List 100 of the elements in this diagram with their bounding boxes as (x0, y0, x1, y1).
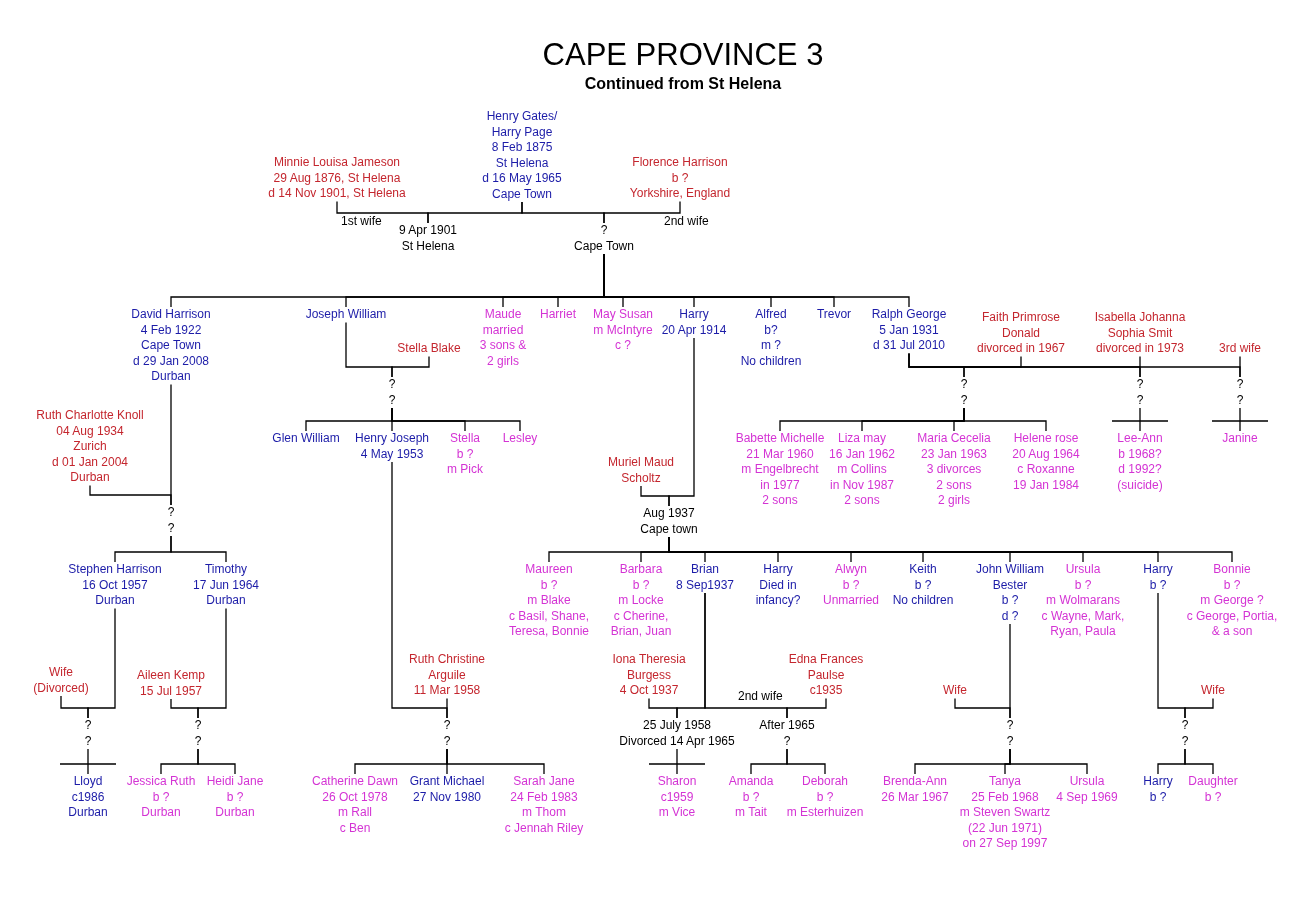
life-detail: divorced in 1967 (976, 341, 1066, 357)
marriage-detail: 9 Apr 1901 (398, 223, 458, 239)
family-line (954, 697, 1011, 719)
life-detail: Ryan, Paula (1050, 624, 1116, 640)
person-name: Brenda-Ann (883, 774, 947, 790)
person-name: Brian (691, 562, 719, 578)
life-detail: c Ben (339, 820, 371, 836)
life-detail: 8 Sep1937 (675, 577, 735, 593)
life-detail: b ? (671, 170, 689, 186)
family-line (963, 355, 1022, 378)
marriage-detail: ? (1181, 733, 1189, 749)
family-line (1111, 407, 1169, 432)
person-name: Maria Cecelia (917, 431, 991, 447)
person-name: Florence Harrison (632, 155, 728, 171)
family-line (1184, 748, 1214, 775)
person-name: Liza may (838, 431, 886, 447)
family-line (59, 748, 117, 775)
life-detail: d 31 Jul 2010 (872, 338, 946, 354)
life-detail: 3 sons & (479, 338, 527, 354)
person-name: Glen William (272, 431, 340, 447)
spouse-order-label: 2nd wife (664, 213, 709, 229)
life-detail: Cape Town (492, 186, 552, 202)
life-detail: c1935 (809, 683, 843, 699)
life-detail: 2 girls (938, 493, 970, 509)
person-name: Bonnie (1213, 562, 1251, 578)
life-detail: b ? (914, 577, 932, 593)
life-detail: Bester (992, 577, 1028, 593)
chart-title: CAPE PROVINCE 3 (542, 36, 824, 74)
life-detail: 2 girls (487, 353, 519, 369)
life-detail: 2 sons (844, 493, 880, 509)
family-line (648, 697, 678, 719)
life-detail: d 1992? (1118, 462, 1162, 478)
life-detail: m Steven Swartz (959, 805, 1051, 821)
person-name: David Harrison (131, 307, 211, 323)
life-detail: b ? (1223, 577, 1241, 593)
life-detail: Zurich (73, 439, 107, 455)
life-detail: Durban (141, 805, 181, 821)
person-name: Alwyn (835, 562, 867, 578)
life-detail: d 01 Jan 2004 (51, 454, 129, 470)
person-name: Trevor (816, 307, 852, 323)
life-detail: m Blake (527, 593, 571, 609)
life-detail: b ? (1001, 593, 1019, 609)
person-name: Minnie Louisa Jameson (273, 155, 401, 171)
family-line (603, 253, 910, 308)
life-detail: No children (740, 353, 802, 369)
person-name: Babette Michelle (735, 431, 825, 447)
life-detail: Died in (759, 577, 797, 593)
marriage-detail: After 1965 (759, 718, 815, 734)
family-line (786, 697, 827, 719)
person-name: May Susan (593, 307, 653, 323)
marriage-detail: ? (194, 718, 202, 734)
life-detail: Teresa, Bonnie (508, 624, 590, 640)
life-detail: Durban (68, 805, 108, 821)
life-detail: b 1968? (1118, 446, 1162, 462)
life-detail: b ? (842, 577, 860, 593)
person-name: Lee-Ann (1117, 431, 1163, 447)
life-detail: Durban (151, 369, 191, 385)
person-name: Harry (1143, 562, 1173, 578)
life-detail: Burgess (627, 667, 671, 683)
person-name: Daughter (1188, 774, 1238, 790)
life-detail: 21 Mar 1960 (746, 446, 814, 462)
life-detail: 5 Jan 1931 (879, 322, 939, 338)
life-detail: divorced in 1973 (1095, 341, 1185, 357)
family-line (1139, 355, 1141, 378)
life-detail: m Collins (837, 462, 887, 478)
life-detail: Arguile (428, 667, 466, 683)
family-line (170, 698, 199, 719)
marriage-detail: ? (84, 733, 92, 749)
life-detail: 4 May 1953 (360, 446, 424, 462)
person-name: Harry (1143, 774, 1173, 790)
life-detail: b ? (1149, 789, 1167, 805)
person-name: Ralph George (871, 307, 947, 323)
life-detail: m ? (761, 338, 781, 354)
person-name: Henry Joseph (355, 431, 429, 447)
life-detail: 4 Oct 1937 (619, 683, 679, 699)
person-name: Grant Michael (409, 774, 485, 790)
life-detail: No children (892, 593, 954, 609)
person-name: Wife (1201, 683, 1225, 699)
life-detail: 20 Aug 1964 (1012, 446, 1080, 462)
life-detail: 24 Feb 1983 (510, 789, 578, 805)
marriage-detail: ? (960, 392, 968, 408)
family-line (391, 407, 521, 432)
person-name: Stella (450, 431, 480, 447)
life-detail: 29 Aug 1876, St Helena (273, 170, 401, 186)
marriage-detail: ? (84, 718, 92, 734)
life-detail: St Helena (495, 155, 549, 171)
life-detail: on 27 Sep 1997 (962, 836, 1048, 852)
life-detail: married (482, 322, 524, 338)
life-detail: c1959 (660, 789, 694, 805)
life-detail: Unmarried (823, 593, 879, 609)
life-detail: Paulse (807, 667, 845, 683)
person-name: Joseph William (305, 307, 387, 323)
life-detail: m George ? (1200, 593, 1264, 609)
marriage-detail: Cape town (640, 521, 698, 537)
person-name: Ruth Christine (409, 652, 485, 668)
life-detail: m Tait (735, 805, 767, 821)
marriage-detail: ? (443, 718, 451, 734)
life-detail: infancy? (755, 593, 801, 609)
life-detail: b ? (152, 789, 170, 805)
person-name: Deborah (802, 774, 848, 790)
